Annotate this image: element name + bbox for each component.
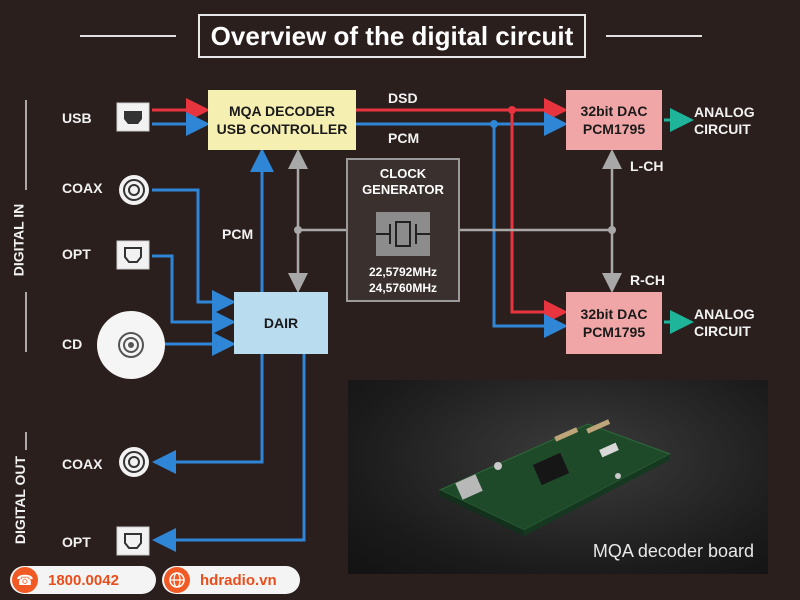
website-url: hdradio.vn xyxy=(200,571,277,589)
pcm-top-label: PCM xyxy=(388,130,420,146)
analog-top-line2: CIRCUIT xyxy=(694,121,751,137)
decoder-board-photo: MQA decoder board xyxy=(348,380,768,574)
clock-generator-title: CLOCK GENERATOR xyxy=(348,166,458,198)
website-pill[interactable]: hdradio.vn xyxy=(162,566,300,594)
digital-out-label: DIGITAL OUT xyxy=(12,455,29,545)
mqa-decoder-block: MQA DECODER USB CONTROLLER xyxy=(208,90,356,150)
dac-rch-line2: PCM1795 xyxy=(582,324,646,340)
analog-circuit-top: ANALOG CIRCUIT xyxy=(694,104,755,138)
dair-label: DAIR xyxy=(263,315,299,331)
clock-frequencies: 22,5792MHz 24,5760MHz xyxy=(348,264,458,296)
coax-in-label: COAX xyxy=(62,180,103,196)
coax-out-icon xyxy=(119,447,149,477)
opt-in-icon xyxy=(116,240,150,270)
clock-title-line2: GENERATOR xyxy=(362,182,444,197)
dac-block-lch: 32bit DAC PCM1795 xyxy=(566,90,662,150)
opt-out-icon xyxy=(116,526,150,556)
usb-controller-label: USB CONTROLLER xyxy=(216,121,348,137)
rch-label: R-CH xyxy=(630,272,665,288)
opt-out-label: OPT xyxy=(62,534,91,550)
analog-top-line1: ANALOG xyxy=(694,104,755,120)
diagram-title: Overview of the digital circuit xyxy=(198,14,586,58)
dac-block-rch: 32bit DAC PCM1795 xyxy=(566,292,662,354)
photo-caption: MQA decoder board xyxy=(592,541,754,561)
clock-title-line1: CLOCK xyxy=(379,166,427,181)
globe-icon xyxy=(164,567,190,593)
clock-freq-1: 22,5792MHz xyxy=(368,265,438,279)
clock-generator-block: CLOCK GENERATOR 22,5792MHz 24,5760MHz xyxy=(346,158,460,302)
analog-bottom-line1: ANALOG xyxy=(694,306,755,322)
dac-rch-line1: 32bit DAC xyxy=(580,306,648,322)
usb-label: USB xyxy=(62,110,92,126)
phone-icon: ☎ xyxy=(12,567,38,593)
analog-circuit-bottom: ANALOG CIRCUIT xyxy=(694,306,755,340)
dair-block: DAIR xyxy=(234,292,328,354)
dsd-label: DSD xyxy=(388,90,418,106)
dac-lch-line2: PCM1795 xyxy=(582,121,646,137)
crystal-oscillator-icon xyxy=(376,212,430,256)
clock-freq-2: 24,5760MHz xyxy=(368,281,438,295)
usb-port-icon xyxy=(116,102,150,132)
decoder-board-illustration xyxy=(438,419,672,536)
phone-pill[interactable]: ☎ 1800.0042 xyxy=(10,566,156,594)
dac-lch-line1: 32bit DAC xyxy=(580,103,648,119)
coax-in-icon xyxy=(119,175,149,205)
coax-out-label: COAX xyxy=(62,456,103,472)
pcm-left-label: PCM xyxy=(222,226,254,242)
phone-number: 1800.0042 xyxy=(48,571,119,589)
digital-in-label: DIGITAL IN xyxy=(10,203,27,277)
cd-label: CD xyxy=(62,336,83,352)
mqa-decoder-label: MQA DECODER xyxy=(228,103,336,119)
cd-disc-icon xyxy=(97,311,165,379)
lch-label: L-CH xyxy=(630,158,664,174)
analog-bottom-line2: CIRCUIT xyxy=(694,323,751,339)
opt-in-label: OPT xyxy=(62,246,91,262)
